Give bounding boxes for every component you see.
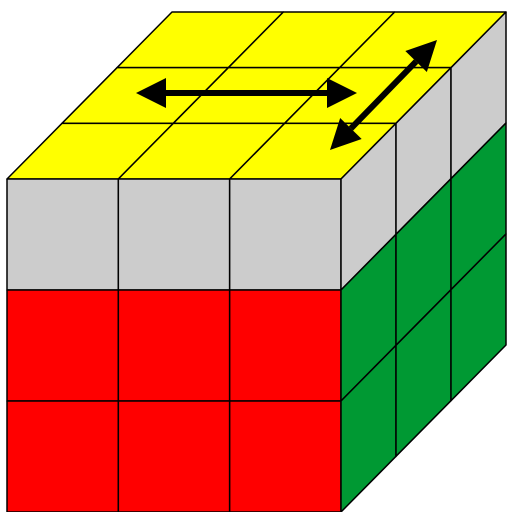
front-sticker-0-0 <box>7 179 118 290</box>
cube-faces <box>7 12 506 512</box>
front-sticker-0-2 <box>230 179 341 290</box>
front-sticker-2-1 <box>118 401 229 512</box>
front-sticker-1-2 <box>230 290 341 401</box>
front-sticker-1-0 <box>7 290 118 401</box>
front-sticker-1-1 <box>118 290 229 401</box>
front-sticker-2-0 <box>7 401 118 512</box>
front-sticker-0-1 <box>118 179 229 290</box>
front-sticker-2-2 <box>230 401 341 512</box>
